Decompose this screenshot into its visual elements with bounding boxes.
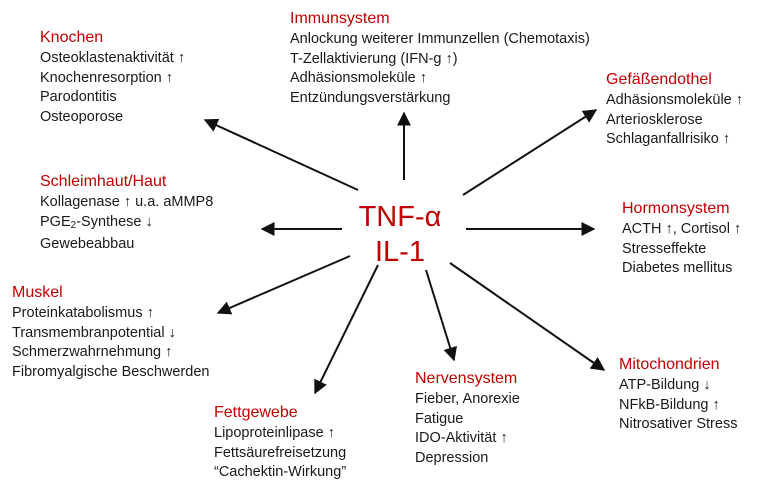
group-title: Schleimhaut/Haut: [40, 173, 167, 190]
group-item: Fibromyalgische Beschwerden: [12, 363, 210, 380]
group-item: Arteriosklerose: [606, 111, 703, 128]
group-item: Fieber, Anorexie: [415, 391, 520, 407]
group-item: ACTH ↑, Cortisol ↑: [622, 221, 742, 237]
group-item: Parodontitis: [40, 89, 117, 105]
group-item: Osteoklastenaktivität ↑: [40, 50, 186, 66]
group-item: Fettsäurefreisetzung: [214, 444, 347, 461]
group-item: NFkB-Bildung ↑: [619, 396, 720, 413]
group-title: Fettgewebe: [214, 404, 298, 421]
pge-suffix: -Synthese ↓: [76, 213, 153, 230]
group-item: Nitrosativer Stress: [619, 416, 738, 432]
arrow-to-fettgewebe: [314, 264, 379, 395]
group-muskel: Muskel Proteinkatabolismus ↑ Transmembra…: [12, 283, 209, 382]
center-tnf-alpha: TNF-α: [358, 201, 442, 233]
group-item: T-Zellaktivierung (IFN-g ↑): [290, 50, 458, 67]
group-title: Gefäßendothel: [606, 71, 712, 88]
group-item: Stresseffekte: [622, 240, 707, 257]
center-il1: IL-1: [375, 236, 425, 268]
group-nervensystem: Nervensystem Fieber, Anorexie Fatigue ID…: [415, 369, 520, 468]
arrow-to-mitochondrien: [449, 262, 606, 371]
group-title: Mitochondrien: [619, 356, 720, 373]
group-item: Lipoproteinlipase ↑: [214, 425, 335, 441]
group-item: IDO-Aktivität ↑: [415, 430, 508, 446]
arrow-to-nervensystem: [425, 269, 457, 362]
group-item: Anlockung weiterer Immunzellen (Chemotax…: [290, 31, 590, 47]
group-schleimhaut-haut: Schleimhaut/Haut Kollagenase ↑ u.a. aMMP…: [40, 172, 213, 255]
group-item: Gewebeabbau: [40, 236, 135, 252]
group-item: Proteinkatabolismus ↑: [12, 305, 154, 321]
group-item: Depression: [415, 449, 489, 466]
group-title: Nervensystem: [415, 370, 518, 387]
group-title: Immunsystem: [290, 10, 390, 27]
group-immunsystem: Immunsystem Anlockung weiterer Immunzell…: [290, 9, 590, 108]
group-item: “Cachektin-Wirkung”: [214, 464, 347, 480]
group-item: Adhäsionsmoleküle ↑: [290, 70, 428, 86]
group-item: Adhäsionsmoleküle ↑: [606, 92, 744, 108]
group-item: Schmerzwahrnehmung ↑: [12, 344, 173, 360]
group-mitochondrien: Mitochondrien ATP-Bildung ↓ NFkB-Bildung…: [619, 355, 737, 435]
group-item: Osteoporose: [40, 108, 124, 125]
group-item-pge2: PGE2-Synthese ↓: [40, 213, 213, 236]
group-item: Transmembranpotential ↓: [12, 324, 176, 341]
pge-prefix: PGE: [40, 213, 71, 230]
arrow-to-knochen: [203, 118, 359, 191]
group-fettgewebe: Fettgewebe Lipoproteinlipase ↑ Fettsäure…: [214, 403, 346, 483]
group-gefaessendothel: Gefäßendothel Adhäsionsmoleküle ↑ Arteri…: [606, 70, 743, 150]
group-item: Diabetes mellitus: [622, 260, 733, 276]
pge-subscript: 2: [70, 219, 77, 231]
group-item: Fatigue: [415, 410, 464, 427]
group-hormonsystem: Hormonsystem ACTH ↑, Cortisol ↑ Stressef…: [622, 199, 741, 279]
arrow-to-gefaessendothel: [462, 109, 598, 196]
group-item: Kollagenase ↑ u.a. aMMP8: [40, 194, 214, 210]
center-node: TNF-α IL-1: [344, 200, 456, 270]
group-knochen: Knochen Osteoklastenaktivität ↑ Knochenr…: [40, 28, 185, 127]
group-item: Schlaganfallrisiko ↑: [606, 131, 731, 147]
group-item: Entzündungsverstärkung: [290, 89, 451, 106]
arrow-to-muskel: [216, 255, 351, 315]
group-title: Knochen: [40, 29, 104, 46]
group-item: Knochenresorption ↑: [40, 69, 173, 86]
group-title: Hormonsystem: [622, 200, 730, 217]
group-title: Muskel: [12, 284, 63, 301]
group-item: ATP-Bildung ↓: [619, 377, 711, 393]
